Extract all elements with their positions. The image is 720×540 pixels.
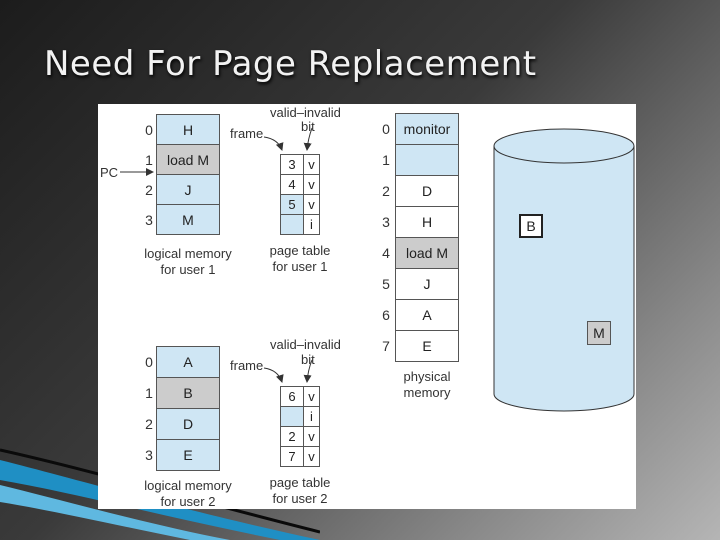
slide-title: Need For Page Replacement <box>44 44 537 84</box>
disk-item-m: M <box>587 321 611 345</box>
disk-cylinder <box>98 104 636 509</box>
page-replacement-figure: 0 1 2 3 H load M J M logical memory for … <box>98 104 636 509</box>
disk-item-b: B <box>519 214 543 238</box>
